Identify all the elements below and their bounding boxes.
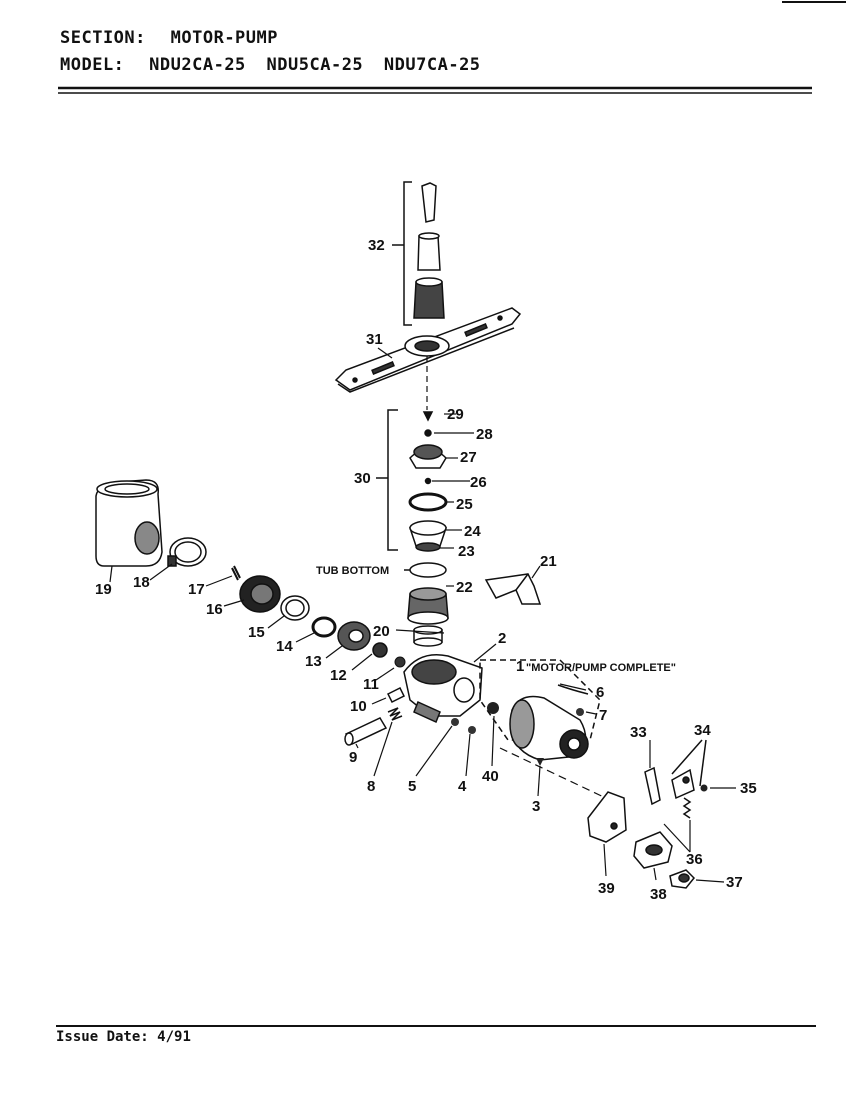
part-2-pump-body: [403, 654, 483, 724]
leader-lines: [109, 347, 736, 883]
callout-2: 2: [498, 630, 506, 647]
bracket-32: [392, 181, 412, 326]
callout-38: 38: [650, 886, 667, 903]
callout-6: 6: [596, 684, 604, 701]
callout-30: 30: [354, 470, 371, 487]
callout-labels: 1 2 3 4 5 6 7 8 9 10 11 12 13 14 15 16 1…: [95, 237, 757, 903]
callout-1: 1: [516, 658, 524, 675]
part-40-nut: [487, 702, 499, 714]
callout-23: 23: [458, 543, 475, 560]
model-2: NDU5CA-25: [266, 55, 364, 75]
part-19-collector: [95, 479, 163, 567]
callout-35: 35: [740, 780, 757, 797]
part-20-ring: [413, 625, 443, 647]
section-label: SECTION:: [60, 28, 146, 48]
part-18-clamp: [167, 537, 207, 567]
part-35-screw: [700, 784, 708, 792]
part-11-washer: [394, 656, 406, 668]
callout-9: 9: [349, 749, 357, 766]
part-1-motor: [479, 659, 601, 761]
part-31-spray-arm: [334, 307, 522, 393]
part-15-ring: [280, 595, 310, 621]
part-8-spring: [387, 707, 403, 721]
part-16-filter: [239, 575, 281, 613]
callout-36: 36: [686, 851, 703, 868]
issue-date-label: Issue Date:: [56, 1029, 149, 1045]
model-heading: MODEL: NDU2CA-25 NDU5CA-25 NDU7CA-25: [60, 55, 481, 75]
callout-5: 5: [408, 778, 416, 795]
callout-33: 33: [630, 724, 647, 741]
part-37-grommet: [669, 869, 696, 889]
callout-34: 34: [694, 722, 711, 739]
callout-26: 26: [470, 474, 487, 491]
callout-18: 18: [133, 574, 150, 591]
part-36-spring: [682, 797, 692, 819]
callout-16: 16: [206, 601, 223, 618]
part-12-nut: [372, 642, 388, 658]
part-22-pump-housing: [407, 587, 449, 625]
model-1: NDU2CA-25: [149, 55, 246, 75]
callout-14: 14: [276, 638, 293, 655]
part-33-clip: [644, 766, 661, 806]
callout-15: 15: [248, 624, 265, 641]
part-3-screw: [536, 758, 544, 766]
part-9-tube: [344, 717, 388, 746]
part-39-mount-bracket: [587, 791, 627, 843]
part-stack-30: [408, 411, 448, 552]
part-21-bracket: [484, 573, 542, 605]
callout-4: 4: [458, 778, 467, 795]
callout-12: 12: [330, 667, 347, 684]
motor-pump-complete-label: "MOTOR/PUMP COMPLETE": [526, 662, 676, 674]
bracket-30: [376, 409, 398, 551]
section-heading: SECTION: MOTOR-PUMP: [60, 28, 278, 48]
callout-8: 8: [367, 778, 375, 795]
callout-40: 40: [482, 768, 499, 785]
model-3: NDU7CA-25: [383, 55, 481, 75]
part-17-screw: [231, 565, 241, 581]
callout-19: 19: [95, 581, 112, 598]
callout-20: 20: [373, 623, 390, 640]
issue-date: Issue Date: 4/91: [56, 1029, 191, 1045]
part-13-impeller: [337, 621, 371, 651]
callout-13: 13: [305, 653, 322, 670]
callout-21: 21: [540, 553, 557, 570]
part-5-grommet: [451, 718, 459, 726]
callout-10: 10: [350, 698, 367, 715]
callout-24: 24: [464, 523, 481, 540]
section-value: MOTOR-PUMP: [170, 28, 278, 48]
callout-11: 11: [363, 676, 379, 693]
callout-3: 3: [532, 798, 540, 815]
part-10-cap: [386, 686, 406, 704]
part-4-screw: [468, 726, 476, 734]
part-34-bracket: [671, 739, 707, 800]
callout-7: 7: [599, 707, 607, 724]
part-6-wire: [557, 684, 589, 695]
part-38-motor-mount: [633, 831, 673, 869]
callout-32: 32: [368, 237, 385, 254]
model-label: MODEL:: [60, 55, 125, 75]
centerline-lower: [499, 747, 611, 801]
callout-17: 17: [188, 581, 205, 598]
issue-date-value: 4/91: [157, 1029, 191, 1045]
callout-31: 31: [366, 331, 383, 348]
callout-22: 22: [456, 579, 473, 596]
callout-27: 27: [460, 449, 477, 466]
part-7-clip: [576, 708, 584, 716]
part-32-spray-tube: [413, 182, 445, 319]
tub-bottom-gasket: [409, 562, 447, 578]
part-14-ring: [311, 616, 337, 638]
callout-39: 39: [598, 880, 615, 897]
callout-25: 25: [456, 496, 473, 513]
callout-28: 28: [476, 426, 493, 443]
callout-29: 29: [447, 406, 464, 423]
callout-37: 37: [726, 874, 743, 891]
tub-bottom-label: TUB BOTTOM: [316, 565, 389, 577]
